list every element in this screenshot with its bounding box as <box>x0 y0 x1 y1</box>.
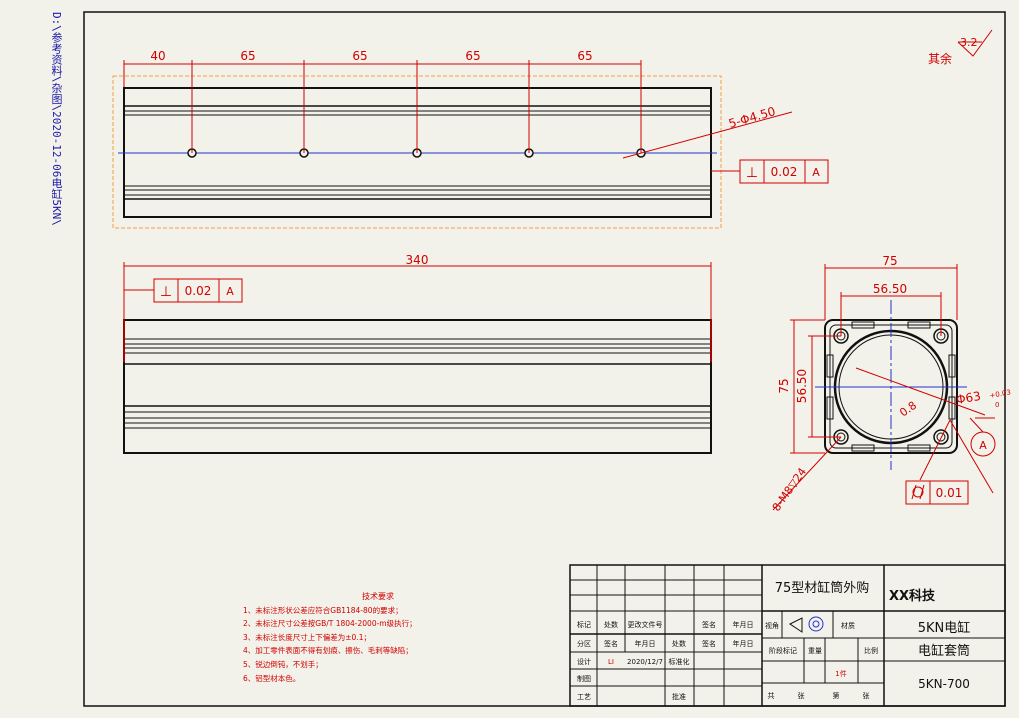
tech-req-item: 6、铝型材本色。 <box>243 673 301 683</box>
roughness-symbol: 3.2 其余 <box>928 29 993 66</box>
company-name: XX科技 <box>889 588 936 604</box>
col-nianyueri-3: 年月日 <box>733 639 754 648</box>
design-date: 2020/12/7 <box>627 658 663 666</box>
dim-bore: Φ63 <box>955 389 982 407</box>
projection-icon <box>789 616 824 633</box>
dim-hole-pitch-h: 56.50 <box>873 282 907 296</box>
designer: LI <box>608 658 614 666</box>
roughness-label: 其余 <box>928 51 952 66</box>
col-biaoji: 标记 <box>577 620 591 629</box>
dim-spacing: 40 <box>150 49 165 63</box>
dim-spacing: 65 <box>465 49 480 63</box>
label-gong: 共 <box>768 691 775 700</box>
col-chushu-2: 处数 <box>672 639 686 648</box>
cylindricity-icon <box>911 484 925 500</box>
col-chushu: 处数 <box>604 620 618 629</box>
file-path-label: D:\参考资料\杂图\2020-12-06电缸5KN\ <box>50 12 63 226</box>
row-gongyi: 工艺 <box>577 693 591 701</box>
datum-ref: A <box>226 285 234 298</box>
top-view: 40 65 65 65 65 5-Φ4.50 ⊥ 0.02 A <box>112 49 829 229</box>
bore-tol-lower: 0 <box>995 401 999 409</box>
perpendicularity-frame-side: ⊥ 0.02 A <box>153 278 243 303</box>
perpendicularity-frame-top: ⊥ 0.02 A <box>739 159 829 184</box>
col-zhongliang: 重量 <box>808 647 822 655</box>
title-block <box>569 564 1006 707</box>
tech-req-item: 1、未标注形状公差应符合GB1184-80的要求； <box>243 605 403 615</box>
drawing-number: 5KN-700 <box>918 677 970 691</box>
tech-req-item: 3、未标注长度尺寸上下偏差为±0.1； <box>243 632 371 642</box>
dim-width: 75 <box>882 254 897 268</box>
dim-spacing: 65 <box>577 49 592 63</box>
part-name: 电缸套筒 <box>918 643 970 659</box>
dim-spacing: 65 <box>352 49 367 63</box>
perp-tolerance: 0.02 <box>185 284 212 298</box>
bore-tol-upper: +0.03 <box>989 388 1012 400</box>
cylindricity-frame: 0.01 <box>905 480 969 505</box>
col-qianming-3: 签名 <box>702 639 716 648</box>
col-shijiao: 视角 <box>765 621 779 630</box>
col-jieduan: 阶段标记 <box>769 646 797 655</box>
technical-requirements: 技术要求 1、未标注形状公差应符合GB1184-80的要求； 2、未标注尺寸公差… <box>243 590 503 685</box>
col-biaozhunhua: 标准化 <box>669 657 690 666</box>
drawing-frame <box>83 11 1006 707</box>
dim-hole-pitch-v: 56.50 <box>795 369 809 403</box>
tech-req-item: 5、锐边倒钝，不划手； <box>243 659 323 669</box>
dim-length: 340 <box>406 253 429 267</box>
dim-fillet: 0.8 <box>897 399 919 420</box>
col-qianming-2: 签名 <box>604 639 618 648</box>
perp-symbol: ⊥ <box>746 165 758 181</box>
perp-symbol: ⊥ <box>160 284 172 300</box>
label-di: 第 <box>833 691 840 700</box>
thread-callout: 8-M8▽24 <box>770 465 809 513</box>
section-view: A 75 56.50 75 56.50 Φ63 +0.03 0 0.8 8-M8… <box>770 254 1012 514</box>
col-nianyueri-2: 年月日 <box>635 639 656 648</box>
col-caizhi: 材质 <box>841 621 855 630</box>
datum-ref: A <box>812 166 820 179</box>
tech-req-item: 4、加工零件表面不得有划痕、擦伤、毛刺等缺陷； <box>243 646 413 656</box>
cyl-tolerance: 0.01 <box>936 486 963 500</box>
row-zhitu: 制图 <box>577 674 591 683</box>
material-note: 75型材缸筒外购 <box>775 580 870 596</box>
dim-spacing: 65 <box>240 49 255 63</box>
roughness-value: 3.2 <box>960 36 978 49</box>
product-name: 5KN电缸 <box>918 620 971 636</box>
col-fenqu: 分区 <box>577 639 591 648</box>
quantity: 1件 <box>835 669 846 678</box>
side-view: 340 ⊥ 0.02 A <box>123 253 712 454</box>
col-qianming: 签名 <box>702 620 716 629</box>
row-sheji: 设计 <box>577 657 591 666</box>
col-nianyueri: 年月日 <box>733 620 754 629</box>
perp-tolerance: 0.02 <box>771 165 798 179</box>
tech-req-item: 2、未标注尺寸公差按GB/T 1804-2000-m级执行； <box>243 619 417 629</box>
col-pizhun: 批准 <box>672 692 686 701</box>
col-bili: 比例 <box>864 646 878 655</box>
col-gengai: 更改文件号 <box>628 620 663 629</box>
label-zhang-2: 张 <box>863 691 870 700</box>
label-zhang: 张 <box>798 691 805 700</box>
datum-label: A <box>979 439 987 452</box>
dim-height: 75 <box>777 378 791 393</box>
tech-req-title: 技术要求 <box>362 592 394 601</box>
hole-callout: 5-Φ4.50 <box>727 104 777 131</box>
